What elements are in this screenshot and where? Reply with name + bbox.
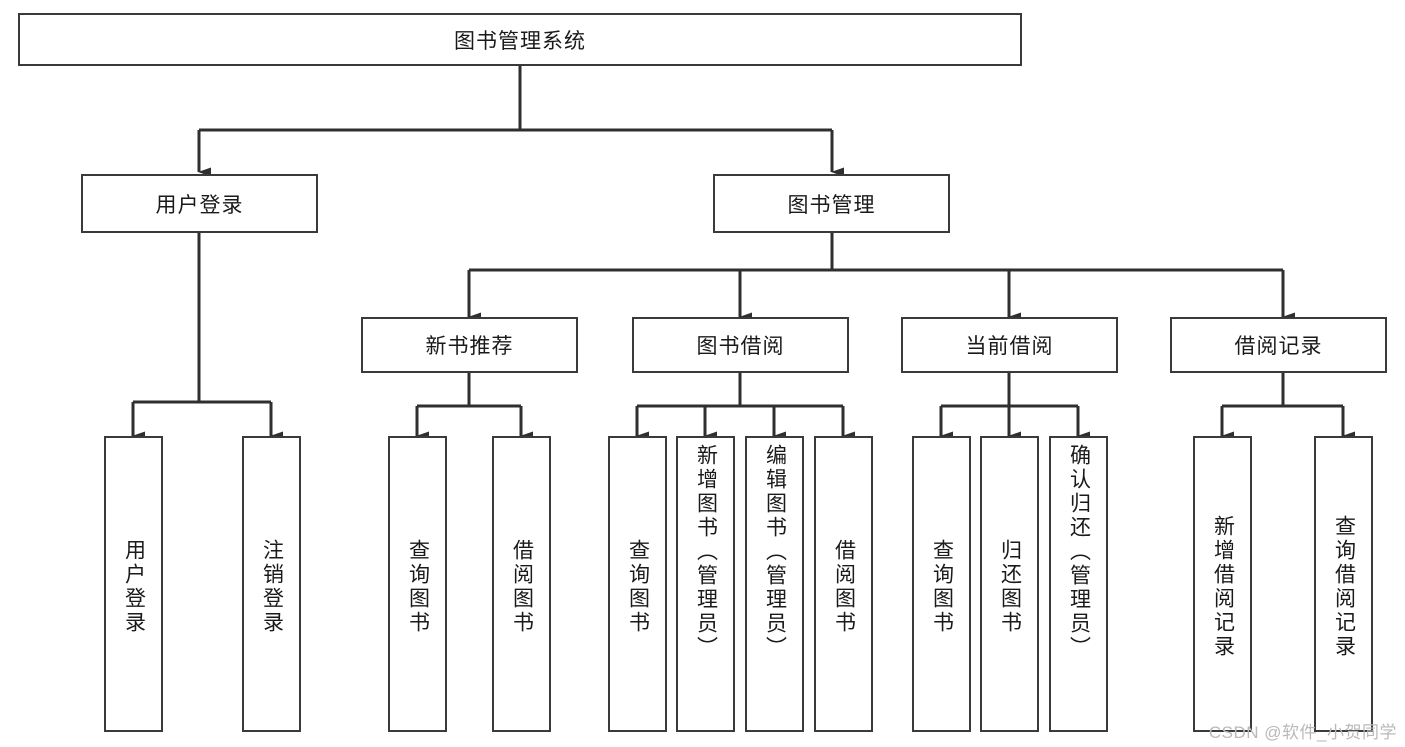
leaf-new-book-query[interactable]: 查询图书 [388, 436, 447, 732]
leaf-borrow-add-book[interactable]: 新增图书（管理员） [676, 436, 735, 732]
node-label: 借阅图书 [832, 539, 856, 635]
node-book-management[interactable]: 图书管理 [713, 174, 950, 233]
node-root[interactable]: 图书管理系统 [18, 13, 1022, 66]
node-label: 新书推荐 [425, 335, 514, 358]
node-label: 用户登录 [122, 539, 146, 635]
leaf-current-confirm-return[interactable]: 确认归还（管理员） [1049, 436, 1108, 732]
node-label: 当前借阅 [965, 335, 1054, 358]
watermark: CSDN @软件_小贺同学 [1208, 723, 1397, 742]
node-borrow-record[interactable]: 借阅记录 [1170, 317, 1387, 373]
leaf-user-login-login[interactable]: 用户登录 [104, 436, 163, 732]
node-label: 查询图书 [626, 539, 650, 635]
leaf-borrow-query-book[interactable]: 查询图书 [608, 436, 667, 732]
leaf-record-query[interactable]: 查询借阅记录 [1314, 436, 1373, 732]
leaf-current-query-book[interactable]: 查询图书 [912, 436, 971, 732]
node-current-borrow[interactable]: 当前借阅 [901, 317, 1118, 373]
node-book-borrow[interactable]: 图书借阅 [632, 317, 849, 373]
node-label: 归还图书 [998, 539, 1022, 635]
node-label: 新增借阅记录 [1211, 515, 1235, 659]
node-label: 确认归还（管理员） [1067, 444, 1091, 660]
node-new-book-recommend[interactable]: 新书推荐 [361, 317, 578, 373]
leaf-record-add[interactable]: 新增借阅记录 [1193, 436, 1252, 732]
node-label: 查询借阅记录 [1332, 515, 1356, 659]
node-label: 借阅记录 [1234, 335, 1323, 358]
node-label: 新增图书（管理员） [694, 444, 718, 660]
node-label: 注销登录 [260, 539, 284, 635]
leaf-user-login-logout[interactable]: 注销登录 [242, 436, 301, 732]
node-label: 图书管理系统 [454, 29, 586, 53]
node-label: 用户登录 [155, 193, 244, 217]
leaf-new-book-borrow[interactable]: 借阅图书 [492, 436, 551, 732]
leaf-borrow-edit-book[interactable]: 编辑图书（管理员） [745, 436, 804, 732]
leaf-borrow-borrow-book[interactable]: 借阅图书 [814, 436, 873, 732]
node-label: 查询图书 [930, 539, 954, 635]
node-user-login[interactable]: 用户登录 [81, 174, 318, 233]
node-label: 查询图书 [406, 539, 430, 635]
node-label: 图书借阅 [696, 335, 785, 358]
node-label: 编辑图书（管理员） [763, 444, 787, 660]
node-label: 图书管理 [787, 193, 876, 217]
node-label: 借阅图书 [510, 539, 534, 635]
leaf-current-return-book[interactable]: 归还图书 [980, 436, 1039, 732]
